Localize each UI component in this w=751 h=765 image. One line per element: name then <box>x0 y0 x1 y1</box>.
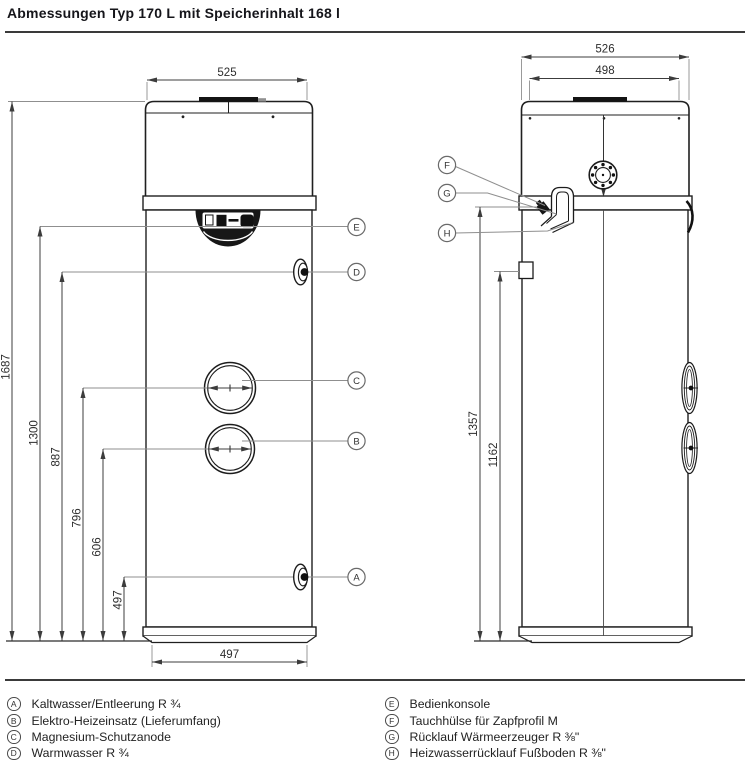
legend-key-g: G <box>385 730 399 744</box>
rear-cable <box>685 200 694 234</box>
return-pipe <box>540 186 575 234</box>
side-flange-upper <box>681 361 698 415</box>
callout-a: A <box>347 567 366 587</box>
dim-front-width-bottom: 497 <box>220 649 239 661</box>
callout-d: D <box>347 262 366 282</box>
legend-label-c: Magnesium-Schutzanode <box>31 729 171 744</box>
side-flange-lower <box>681 421 698 475</box>
dim-front-height-heater: 606 <box>92 537 104 556</box>
dim-front-height-cold-water: 497 <box>113 590 125 609</box>
legend-label-a: Kaltwasser/Entleerung R ¾ <box>31 697 181 712</box>
front-dimensions: 525 497 1687 1300 887 796 606 497 <box>1 67 349 667</box>
dim-side-height-return: 1357 <box>468 411 480 437</box>
dim-side-height-fitting: 1162 <box>488 443 500 468</box>
callout-f: F <box>437 155 457 175</box>
wall-fitting <box>518 261 534 280</box>
tank-front-outline <box>142 97 317 644</box>
page-title: Abmessungen Typ 170 L mit Speicherinhalt… <box>7 5 341 21</box>
side-callouts: F G H <box>437 155 457 243</box>
front-view <box>142 97 317 644</box>
dim-front-height-warm-water: 887 <box>51 447 63 466</box>
legend-item-b: B Elektro-Heizeinsatz (Lieferumfang) <box>7 712 372 728</box>
dim-side-depth-total: 526 <box>595 44 614 56</box>
legend-divider <box>5 679 745 681</box>
tank-side-outline <box>518 97 693 644</box>
legend-label-e: Bedienkonsole <box>409 697 491 712</box>
title-divider <box>5 31 745 33</box>
side-view <box>518 97 698 644</box>
front-callouts: E D C B A <box>347 217 366 587</box>
legend-label-g: Rücklauf Wärmeerzeuger R ⅜" <box>409 729 580 744</box>
svg-text:E: E <box>353 222 359 233</box>
dim-front-height-anode: 796 <box>72 508 84 527</box>
svg-text:H: H <box>444 228 451 239</box>
svg-text:B: B <box>353 436 359 447</box>
legend-key-h: H <box>385 746 399 761</box>
legend-key-e: E <box>385 697 399 711</box>
dim-front-width-top: 525 <box>217 67 236 79</box>
legend-key-c: C <box>7 730 21 744</box>
legend-label-b: Elektro-Heizeinsatz (Lieferumfang) <box>31 713 221 728</box>
legend-item-d: D Warmwasser R ¾ <box>7 745 372 761</box>
legend-right-column: E Bedienkonsole F Tauchhülse für Zapfpro… <box>385 696 745 762</box>
fan-flange <box>588 160 618 190</box>
warm-water-fitting <box>293 258 309 286</box>
legend-key-f: F <box>385 713 399 728</box>
legend-label-d: Warmwasser R ¾ <box>31 746 129 761</box>
svg-text:A: A <box>353 572 360 583</box>
callout-c: C <box>347 371 366 390</box>
callout-e: E <box>347 217 366 237</box>
legend-key-a: A <box>7 697 21 711</box>
svg-text:C: C <box>353 376 360 387</box>
legend-left-column: A Kaltwasser/Entleerung R ¾ B Elektro-He… <box>7 696 372 762</box>
legend-item-h: H Heizwasserrücklauf Fußboden R ⅜" <box>385 745 745 761</box>
legend-label-f: Tauchhülse für Zapfprofil M <box>409 713 558 728</box>
dim-front-height-total: 1687 <box>1 354 13 380</box>
dim-side-depth-body: 498 <box>595 65 614 77</box>
legend-item-e: E Bedienkonsole <box>385 696 745 712</box>
legend-item-f: F Tauchhülse für Zapfprofil M <box>385 712 745 728</box>
callout-g: G <box>437 183 457 203</box>
cold-water-fitting <box>293 563 309 591</box>
legend-item-g: G Rücklauf Wärmeerzeuger R ⅜" <box>385 729 745 745</box>
legend-key-b: B <box>7 713 21 728</box>
callout-h: H <box>437 223 457 243</box>
legend-key-d: D <box>7 746 21 761</box>
control-console <box>195 210 261 247</box>
svg-text:G: G <box>443 188 450 199</box>
callout-b: B <box>347 431 366 451</box>
svg-text:D: D <box>353 267 360 278</box>
legend-label-h: Heizwasserrücklauf Fußboden R ⅜" <box>409 746 606 761</box>
legend-item-c: C Magnesium-Schutzanode <box>7 729 372 745</box>
legend-item-a: A Kaltwasser/Entleerung R ¾ <box>7 696 372 712</box>
dim-front-height-console: 1300 <box>29 420 41 446</box>
side-dimensions: 526 498 1357 1162 <box>455 44 690 642</box>
svg-text:F: F <box>444 160 450 171</box>
